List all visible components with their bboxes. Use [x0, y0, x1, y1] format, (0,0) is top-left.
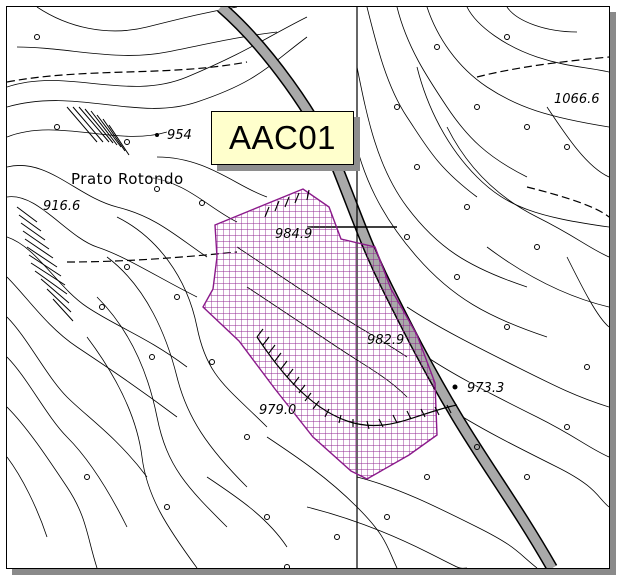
spot-height-2: 954: [167, 128, 192, 143]
spot-height-6: 973.3: [467, 381, 505, 396]
map-frame: Prato Rotondo 1066.6 954 916.6 984.9 982…: [6, 6, 610, 569]
spot-height-1: 1066.6: [554, 92, 600, 107]
escarpment-line: [256, 336, 458, 427]
area-label: AAC01: [211, 111, 354, 165]
spot-height-7: 979.0: [259, 403, 297, 418]
spot-height-3: 916.6: [43, 199, 81, 214]
spot-height-5: 982.9: [367, 333, 405, 348]
escarpment-ticks: [256, 189, 452, 430]
topographic-map: [7, 7, 609, 568]
spot-height-4: 984.9: [275, 227, 313, 242]
place-name: Prato Rotondo: [71, 170, 184, 188]
spot-height-markers: [155, 133, 458, 390]
point-symbols: [34, 34, 590, 568]
hatched-area: [202, 188, 438, 480]
hachure-slope: [16, 106, 130, 322]
